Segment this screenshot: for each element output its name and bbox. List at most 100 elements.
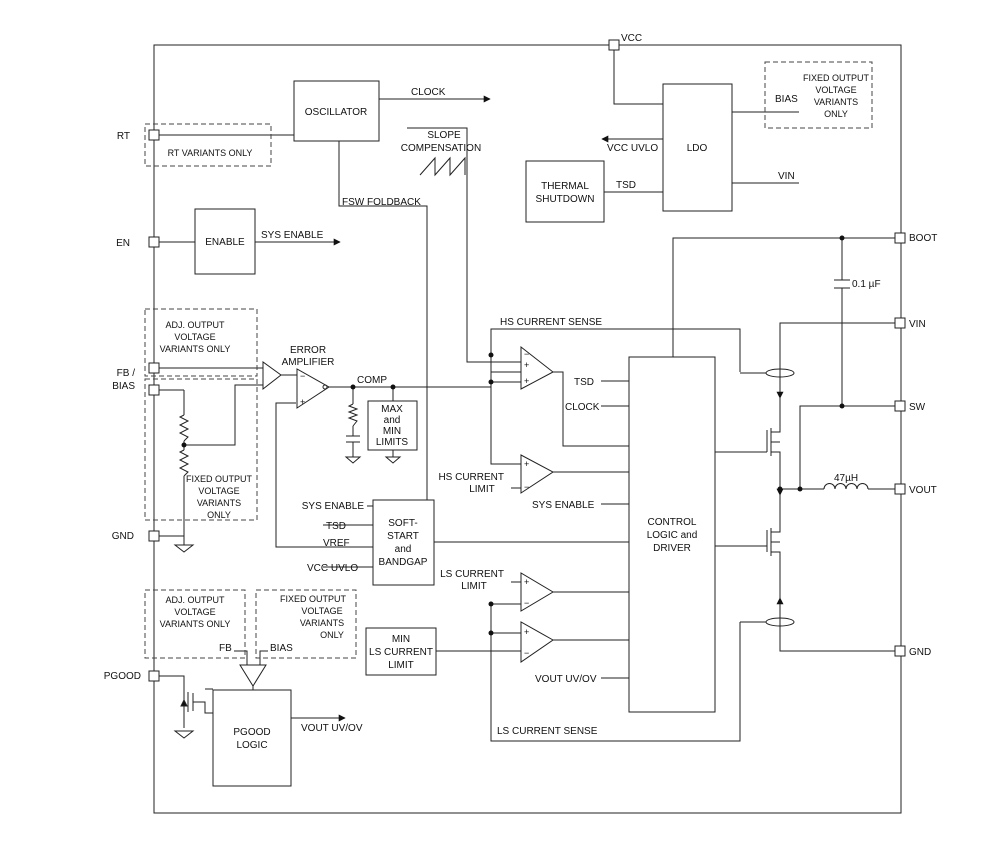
pin-vout <box>894 483 906 495</box>
svg-text:CLOCK: CLOCK <box>411 87 446 98</box>
pgood-buffer <box>239 664 267 687</box>
svg-text:AMPLIFIER: AMPLIFIER <box>282 357 335 368</box>
svg-text:HS CURRENT SENSE: HS CURRENT SENSE <box>500 317 602 328</box>
svg-text:LOGIC: LOGIC <box>236 740 267 751</box>
svg-text:SYS ENABLE: SYS ENABLE <box>302 501 365 512</box>
pin-label-vcc: VCC <box>621 33 642 44</box>
svg-text:+: + <box>524 627 529 637</box>
variant-boxes <box>144 61 873 659</box>
inductor <box>823 483 869 490</box>
high-side-mosfet <box>766 418 781 466</box>
pin-vcc <box>608 39 620 51</box>
svg-text:TSD: TSD <box>616 180 636 191</box>
svg-text:−: − <box>524 598 529 608</box>
svg-text:START: START <box>387 531 419 542</box>
svg-text:HS CURRENT: HS CURRENT <box>438 472 504 483</box>
svg-text:LS CURRENT: LS CURRENT <box>369 647 433 658</box>
svg-text:VOLTAGE: VOLTAGE <box>174 607 215 617</box>
svg-text:ADJ. OUTPUT: ADJ. OUTPUT <box>165 595 225 605</box>
svg-text:VOLTAGE: VOLTAGE <box>815 85 856 95</box>
amp-pin-signs: − + − + + + − + − + − <box>300 349 529 658</box>
svg-text:LS CURRENT: LS CURRENT <box>440 569 504 580</box>
svg-text:VOLTAGE: VOLTAGE <box>174 332 215 342</box>
enable-block: ENABLE <box>194 208 256 275</box>
min-ls-comparator <box>520 621 554 663</box>
svg-text:VARIANTS: VARIANTS <box>814 97 858 107</box>
svg-text:FIXED OUTPUT: FIXED OUTPUT <box>186 474 253 484</box>
pin-gnd-right <box>894 645 906 657</box>
svg-text:FIXED OUTPUT: FIXED OUTPUT <box>280 594 347 604</box>
svg-text:−: − <box>524 349 529 359</box>
svg-text:BIAS: BIAS <box>270 643 293 654</box>
pin-label-pgood: PGOOD <box>104 671 141 682</box>
fb-buffer <box>262 361 282 391</box>
svg-text:LS CURRENT SENSE: LS CURRENT SENSE <box>497 726 598 737</box>
svg-text:47µH: 47µH <box>834 473 858 484</box>
svg-text:FB: FB <box>219 643 232 654</box>
error-amplifier <box>296 368 330 409</box>
svg-text:+: + <box>524 459 529 469</box>
comp-network <box>346 403 360 443</box>
svg-text:+: + <box>524 360 529 370</box>
svg-text:+: + <box>524 376 529 386</box>
ground-symbols <box>173 450 402 739</box>
svg-text:VARIANTS ONLY: VARIANTS ONLY <box>160 619 231 629</box>
pin-label-boot: BOOT <box>909 233 937 244</box>
svg-text:SLOPE: SLOPE <box>427 130 461 141</box>
svg-text:−: − <box>300 371 305 381</box>
svg-text:VARIANTS: VARIANTS <box>300 618 344 628</box>
svg-text:0.1 µF: 0.1 µF <box>852 279 881 290</box>
variant-notes: RT VARIANTS ONLY FIXED OUTPUT VOLTAGE VA… <box>160 73 870 640</box>
pin-pgood <box>148 670 160 682</box>
svg-text:SYS ENABLE: SYS ENABLE <box>261 230 324 241</box>
svg-text:CLOCK: CLOCK <box>565 402 600 413</box>
pin-boot <box>894 232 906 244</box>
svg-text:+: + <box>300 397 305 407</box>
svg-text:+: + <box>524 577 529 587</box>
current-sense-probes <box>740 368 795 627</box>
pin-label-vout: VOUT <box>909 485 937 496</box>
pin-sw <box>894 400 906 412</box>
svg-text:COMPENSATION: COMPENSATION <box>401 143 481 154</box>
svg-text:VCC UVLO: VCC UVLO <box>307 563 358 574</box>
pin-label-en: EN <box>116 238 130 249</box>
svg-text:MIN: MIN <box>383 426 401 437</box>
svg-text:LOGIC and: LOGIC and <box>647 530 698 541</box>
svg-text:FIXED OUTPUT: FIXED OUTPUT <box>803 73 870 83</box>
pin-label-bias: BIAS <box>112 381 135 392</box>
pin-label-gnd-left: GND <box>112 531 134 542</box>
pin-label-gnd-right: GND <box>909 647 931 658</box>
pin-label-vin: VIN <box>909 319 926 330</box>
svg-text:DRIVER: DRIVER <box>653 543 691 554</box>
boot-capacitor <box>834 279 850 289</box>
svg-text:LIMIT: LIMIT <box>469 484 495 495</box>
junction-dots <box>181 235 845 636</box>
amplifiers <box>239 345 554 687</box>
svg-text:VREF: VREF <box>323 538 350 549</box>
svg-text:and: and <box>395 544 412 555</box>
svg-text:RT VARIANTS ONLY: RT VARIANTS ONLY <box>168 148 253 158</box>
svg-text:ONLY: ONLY <box>320 630 344 640</box>
svg-text:ADJ. OUTPUT: ADJ. OUTPUT <box>165 320 225 330</box>
svg-text:BIAS: BIAS <box>775 94 798 105</box>
svg-text:MAX: MAX <box>381 404 403 415</box>
svg-text:VOLTAGE: VOLTAGE <box>198 486 239 496</box>
svg-text:−: − <box>524 648 529 658</box>
svg-text:ERROR: ERROR <box>290 345 326 356</box>
max-min-limits-block: MAX and MIN LIMITS <box>367 400 418 451</box>
svg-text:BANDGAP: BANDGAP <box>379 557 428 568</box>
svg-text:TSD: TSD <box>326 521 346 532</box>
svg-text:PGOOD: PGOOD <box>233 727 270 738</box>
oscillator-block: OSCILLATOR <box>293 80 380 142</box>
ls-current-limit-comparator <box>520 572 554 612</box>
pgood-logic-block: PGOOD LOGIC <box>212 689 292 787</box>
svg-text:SOFT-: SOFT- <box>388 518 417 529</box>
arrows <box>255 95 663 722</box>
svg-text:TSD: TSD <box>574 377 594 388</box>
svg-text:VIN: VIN <box>778 171 795 182</box>
min-ls-current-limit-block: MIN LS CURRENT LIMIT <box>365 627 437 676</box>
svg-text:LIMIT: LIMIT <box>388 660 414 671</box>
pin-label-sw: SW <box>909 402 926 413</box>
svg-text:SHUTDOWN: SHUTDOWN <box>536 194 595 205</box>
